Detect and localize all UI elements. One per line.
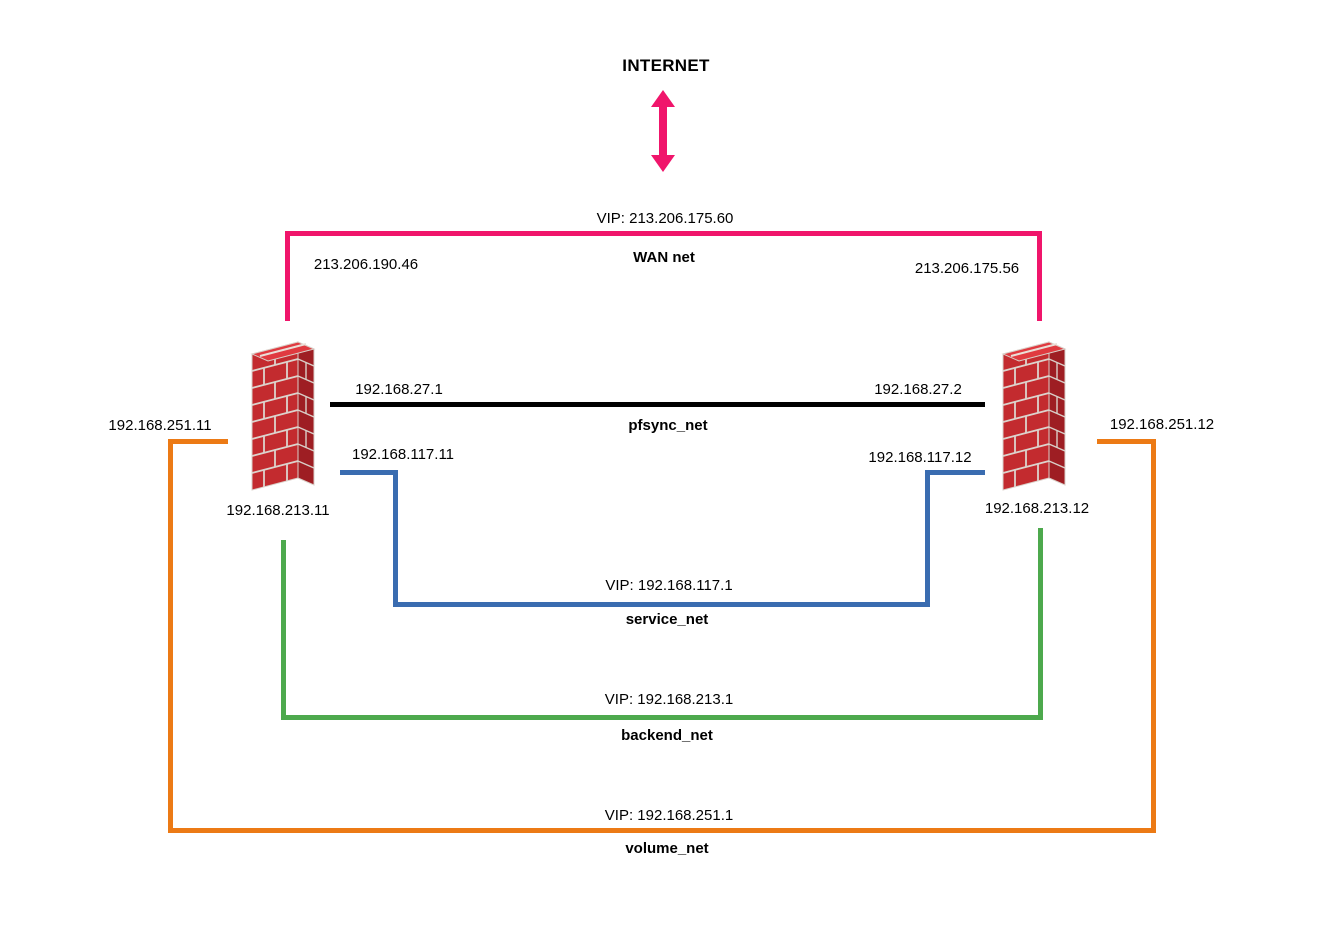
- service-net-line-left-drop: [393, 470, 398, 607]
- wan-right-ip-label: 213.206.175.56: [914, 260, 1020, 277]
- firewall-1-icon: [246, 332, 320, 492]
- wan-net-line-right-drop: [1037, 231, 1042, 321]
- volume-right-ip-label: 192.168.251.12: [1109, 416, 1215, 433]
- backend-net-line-right-drop: [1038, 528, 1043, 720]
- volume-vip-label: VIP: 192.168.251.1: [604, 807, 734, 824]
- service-net-line-right-drop: [925, 470, 930, 607]
- internet-label: INTERNET: [622, 56, 710, 75]
- service-right-ip-label: 192.168.117.12: [868, 449, 972, 466]
- service-net-label: service_net: [625, 611, 709, 628]
- wan-net-label: WAN net: [633, 249, 695, 266]
- wan-left-ip-label: 213.206.190.46: [313, 256, 419, 273]
- pfsync-right-ip-label: 192.168.27.2: [874, 381, 962, 398]
- service-net-line-right-stub: [925, 470, 985, 475]
- backend-net-label: backend_net: [621, 727, 713, 744]
- volume-net-line-right-drop: [1151, 439, 1156, 833]
- service-vip-label: VIP: 192.168.117.1: [605, 577, 733, 594]
- backend-left-ip-label: 192.168.213.11: [226, 502, 330, 519]
- backend-net-line-horizontal: [281, 715, 1043, 720]
- backend-net-line-left-drop: [281, 540, 286, 720]
- pfsync-left-ip-label: 192.168.27.1: [355, 381, 443, 398]
- volume-net-label: volume_net: [625, 840, 709, 857]
- double-vertical-arrow-icon: [651, 90, 675, 172]
- backend-right-ip-label: 192.168.213.12: [984, 500, 1090, 517]
- volume-net-line-left-stub: [168, 439, 228, 444]
- volume-net-line-left-drop: [168, 439, 173, 833]
- volume-net-line-right-stub: [1097, 439, 1156, 444]
- pfsync-net-label: pfsync_net: [628, 417, 708, 434]
- pfsync-net-line: [330, 402, 985, 407]
- volume-net-line-horizontal: [168, 828, 1156, 833]
- service-left-ip-label: 192.168.117.11: [351, 446, 455, 463]
- wan-net-line-horizontal: [285, 231, 1042, 236]
- service-net-line-horizontal: [393, 602, 930, 607]
- service-net-line-left-stub: [340, 470, 398, 475]
- firewall-2-icon: [997, 332, 1071, 492]
- wan-vip-label: VIP: 213.206.175.60: [596, 210, 734, 227]
- backend-vip-label: VIP: 192.168.213.1: [604, 691, 734, 708]
- wan-net-line-left-drop: [285, 231, 290, 321]
- volume-left-ip-label: 192.168.251.11: [108, 417, 212, 434]
